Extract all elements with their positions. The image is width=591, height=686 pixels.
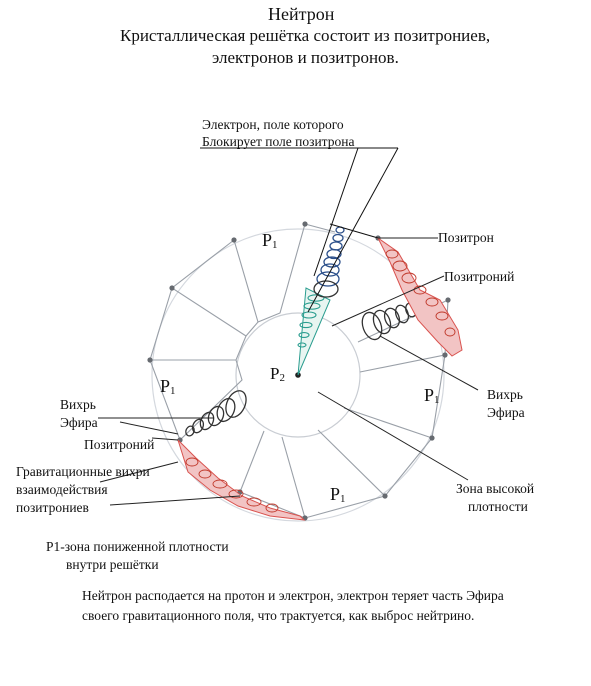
p1-zone-top: P1 <box>262 230 278 251</box>
p1-zone-right-letter: P <box>424 385 435 405</box>
outer-circle <box>151 228 445 522</box>
p1-zone-right: P1 <box>424 385 440 406</box>
grav-label-line-3: позитрониев <box>16 500 89 515</box>
electron-coil <box>313 226 345 298</box>
grav-vortex-left <box>177 439 306 521</box>
grav-vortex-left-loops <box>185 457 279 513</box>
electron-cone-coil-teal <box>297 294 325 348</box>
electron-leaders <box>200 147 399 313</box>
p1-zone-right-sub: 1 <box>434 394 440 406</box>
p2-letter: P <box>270 364 280 383</box>
electron-label-line-2: Блокирует поле позитрона <box>202 134 355 149</box>
zone-label-line-2: плотности <box>468 499 528 514</box>
p1-zone-top-letter: P <box>262 230 273 250</box>
positron-label: Позитрон <box>438 230 494 245</box>
page-title: Нейтрон <box>268 4 335 24</box>
inner-circle <box>235 312 361 438</box>
electron-label-line-1: Электрон, поле которого <box>202 117 344 132</box>
p1-zone-left-sub: 1 <box>170 385 176 397</box>
p1-zone-bottom-letter: P <box>330 484 341 504</box>
lattice-nodes <box>147 221 451 521</box>
p1-zone-bottom: P1 <box>330 484 346 505</box>
grav-label-line-1: Гравитационные вихри <box>16 464 150 479</box>
legend-line-1: P1-зона пониженной плотности <box>46 539 229 554</box>
grav-vortex-right-loops <box>385 249 456 337</box>
zone-label-line-1: Зона высокой <box>456 481 535 496</box>
vortex-label-left-1: Вихрь <box>60 397 96 412</box>
p1-zone-bottom-sub: 1 <box>340 493 346 505</box>
p1-zone-left: P1 <box>160 376 176 397</box>
p2-center-label: P2 <box>270 364 285 384</box>
footer-text: Нейтрон расподается на протон и электрон… <box>82 588 504 623</box>
vortex-label-right-1: Вихрь <box>487 387 523 402</box>
vortex-label-left-2: Эфира <box>60 415 98 430</box>
positronium-label-right: Позитроний <box>444 269 515 284</box>
p2-sub: 2 <box>279 372 285 384</box>
grav-vortex-right <box>377 237 463 357</box>
positronium-label-left: Позитроний <box>84 437 155 452</box>
positronium-coil-left <box>185 390 247 437</box>
vortex-label-right-2: Эфира <box>487 405 525 420</box>
p1-zone-top-sub: 1 <box>272 239 278 251</box>
label-leaders <box>98 237 479 506</box>
subtitle-line-2: электронов и позитронов. <box>212 48 399 67</box>
grav-label-line-2: взаимодействия <box>16 482 108 497</box>
subtitle-line-1: Кристаллическая решётка состоит из позит… <box>120 26 491 45</box>
legend-line-2: внутри решётки <box>66 557 159 572</box>
p1-zone-left-letter: P <box>160 376 171 396</box>
